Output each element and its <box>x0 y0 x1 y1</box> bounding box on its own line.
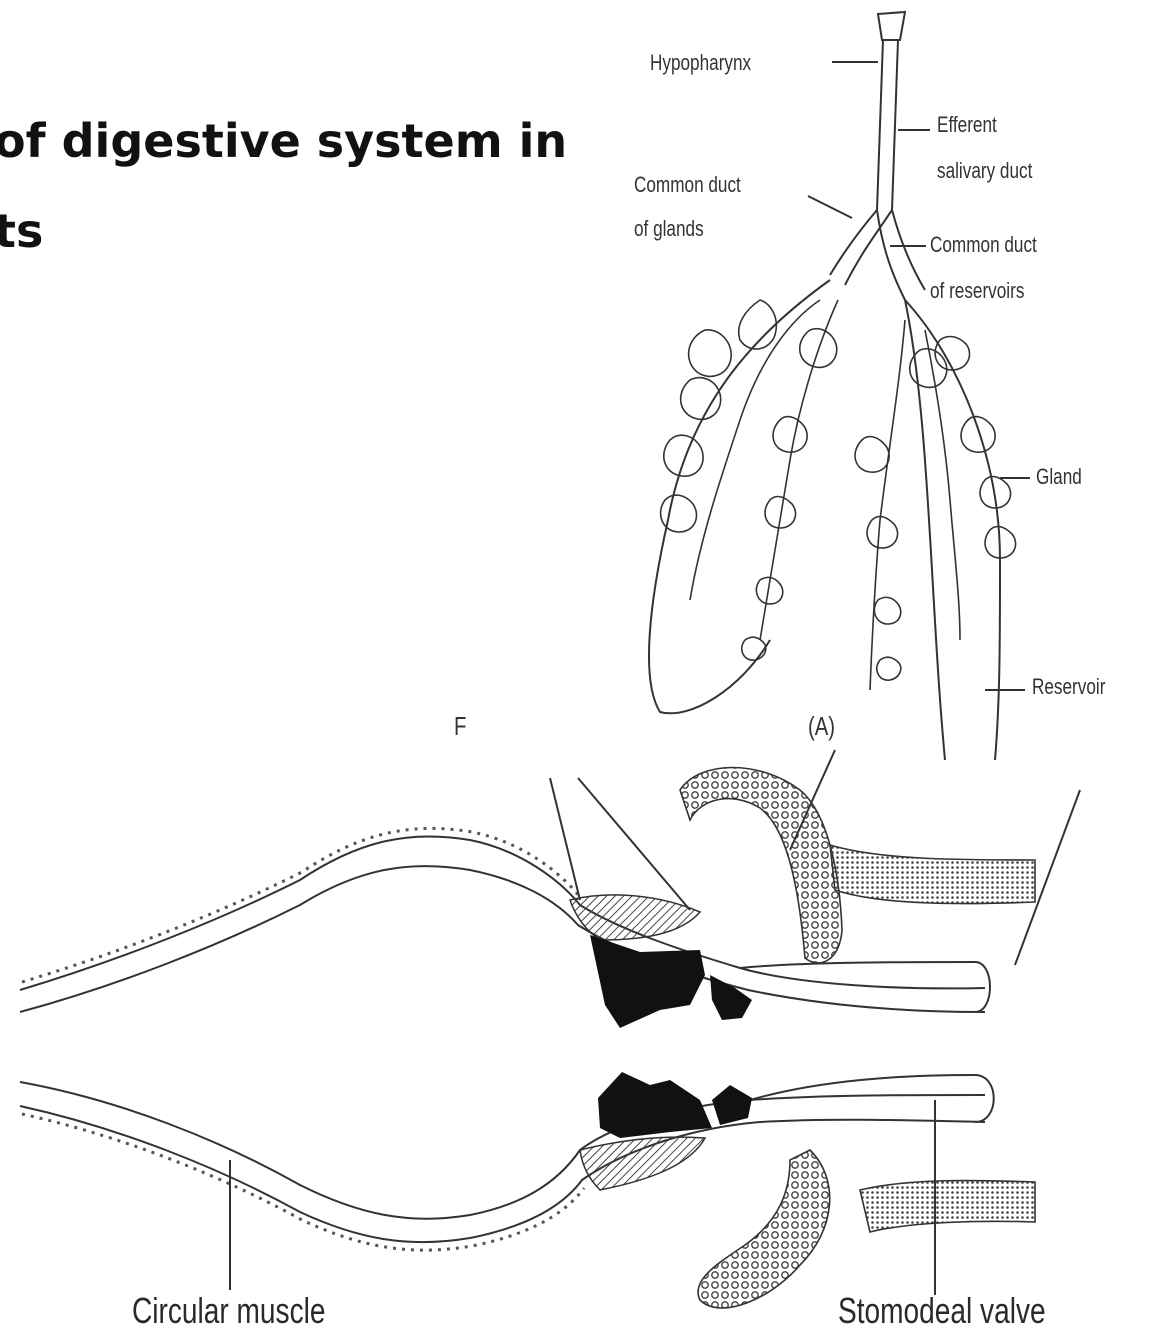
lower-valve-lip <box>598 1072 712 1138</box>
lower-diverticulum <box>698 1150 830 1308</box>
common-duct-of-glands <box>830 210 892 285</box>
common-duct-of-reservoirs <box>877 210 925 300</box>
stomodeal-valve-section <box>20 750 1080 1308</box>
label-common-glands-line2: of glands <box>634 216 704 241</box>
label-common-reservoirs-line2: of reservoirs <box>930 278 1024 303</box>
lower-diverticulum-tube <box>860 1180 1035 1232</box>
upper-diverticulum-tube <box>830 845 1035 904</box>
upper-diverticulum <box>680 768 842 963</box>
label-efferent-line2: salivary duct <box>937 158 1032 183</box>
lower-foregut-wall-inner <box>20 1106 985 1242</box>
upper-valve-lip <box>590 935 705 1028</box>
label-circular-muscle: Circular muscle <box>132 1290 325 1331</box>
label-common-glands-line1: Common duct <box>634 172 741 197</box>
label-efferent-line1: Efferent <box>937 112 997 137</box>
upper-valve-fold <box>740 962 990 1012</box>
label-reservoir: Reservoir <box>1032 674 1105 699</box>
lower-valve-lip-2 <box>712 1085 752 1125</box>
label-stomodeal-valve: Stomodeal valve <box>838 1290 1046 1331</box>
label-gland: Gland <box>1036 464 1082 489</box>
left-reservoir <box>649 280 830 713</box>
label-panel-a: (A) <box>808 712 835 742</box>
upper-valve-lip-2 <box>710 975 752 1020</box>
left-gland-clusters <box>661 300 838 660</box>
f-leader-2 <box>578 778 690 910</box>
label-f: F <box>454 712 466 742</box>
label-common-reservoirs-line1: Common duct <box>930 232 1037 257</box>
upper-muscle-block <box>570 895 700 940</box>
efferent-salivary-duct <box>877 40 898 210</box>
lower-muscle-block <box>580 1137 705 1190</box>
common-glands-leader <box>808 196 852 218</box>
label-hypopharynx: Hypopharynx <box>650 50 751 75</box>
hypopharynx-tip <box>878 12 905 40</box>
